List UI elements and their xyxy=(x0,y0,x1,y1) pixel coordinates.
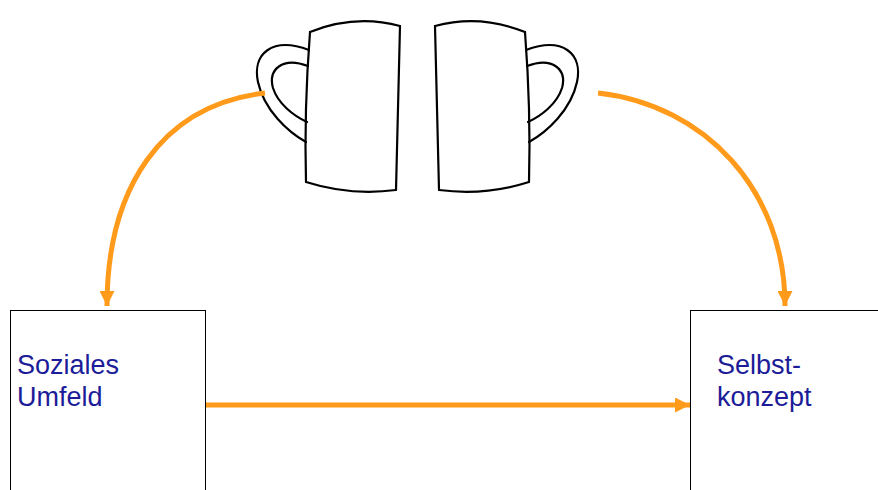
mug-right xyxy=(435,21,578,192)
mug-side xyxy=(525,32,530,182)
mug-handle xyxy=(526,45,578,142)
mug-side xyxy=(306,32,311,182)
mug-side xyxy=(396,26,400,190)
mug-bottom xyxy=(306,182,396,192)
influence-arrow xyxy=(107,93,265,306)
influence-arrow xyxy=(206,403,690,408)
node-label: Selbst- konzept xyxy=(717,349,847,413)
mug-handle xyxy=(527,63,563,122)
concept-box: Soziales Umfeld xyxy=(10,310,206,490)
mug-bottom xyxy=(439,182,529,192)
influence-arrow xyxy=(598,93,785,306)
mug-side xyxy=(435,26,439,190)
concept-box: Selbst- konzept xyxy=(690,310,878,490)
mug-rim xyxy=(435,21,525,32)
node-label: Soziales Umfeld xyxy=(17,349,205,413)
mug-rim xyxy=(310,21,400,32)
mug-left xyxy=(257,21,400,192)
mug-handle xyxy=(272,63,308,122)
